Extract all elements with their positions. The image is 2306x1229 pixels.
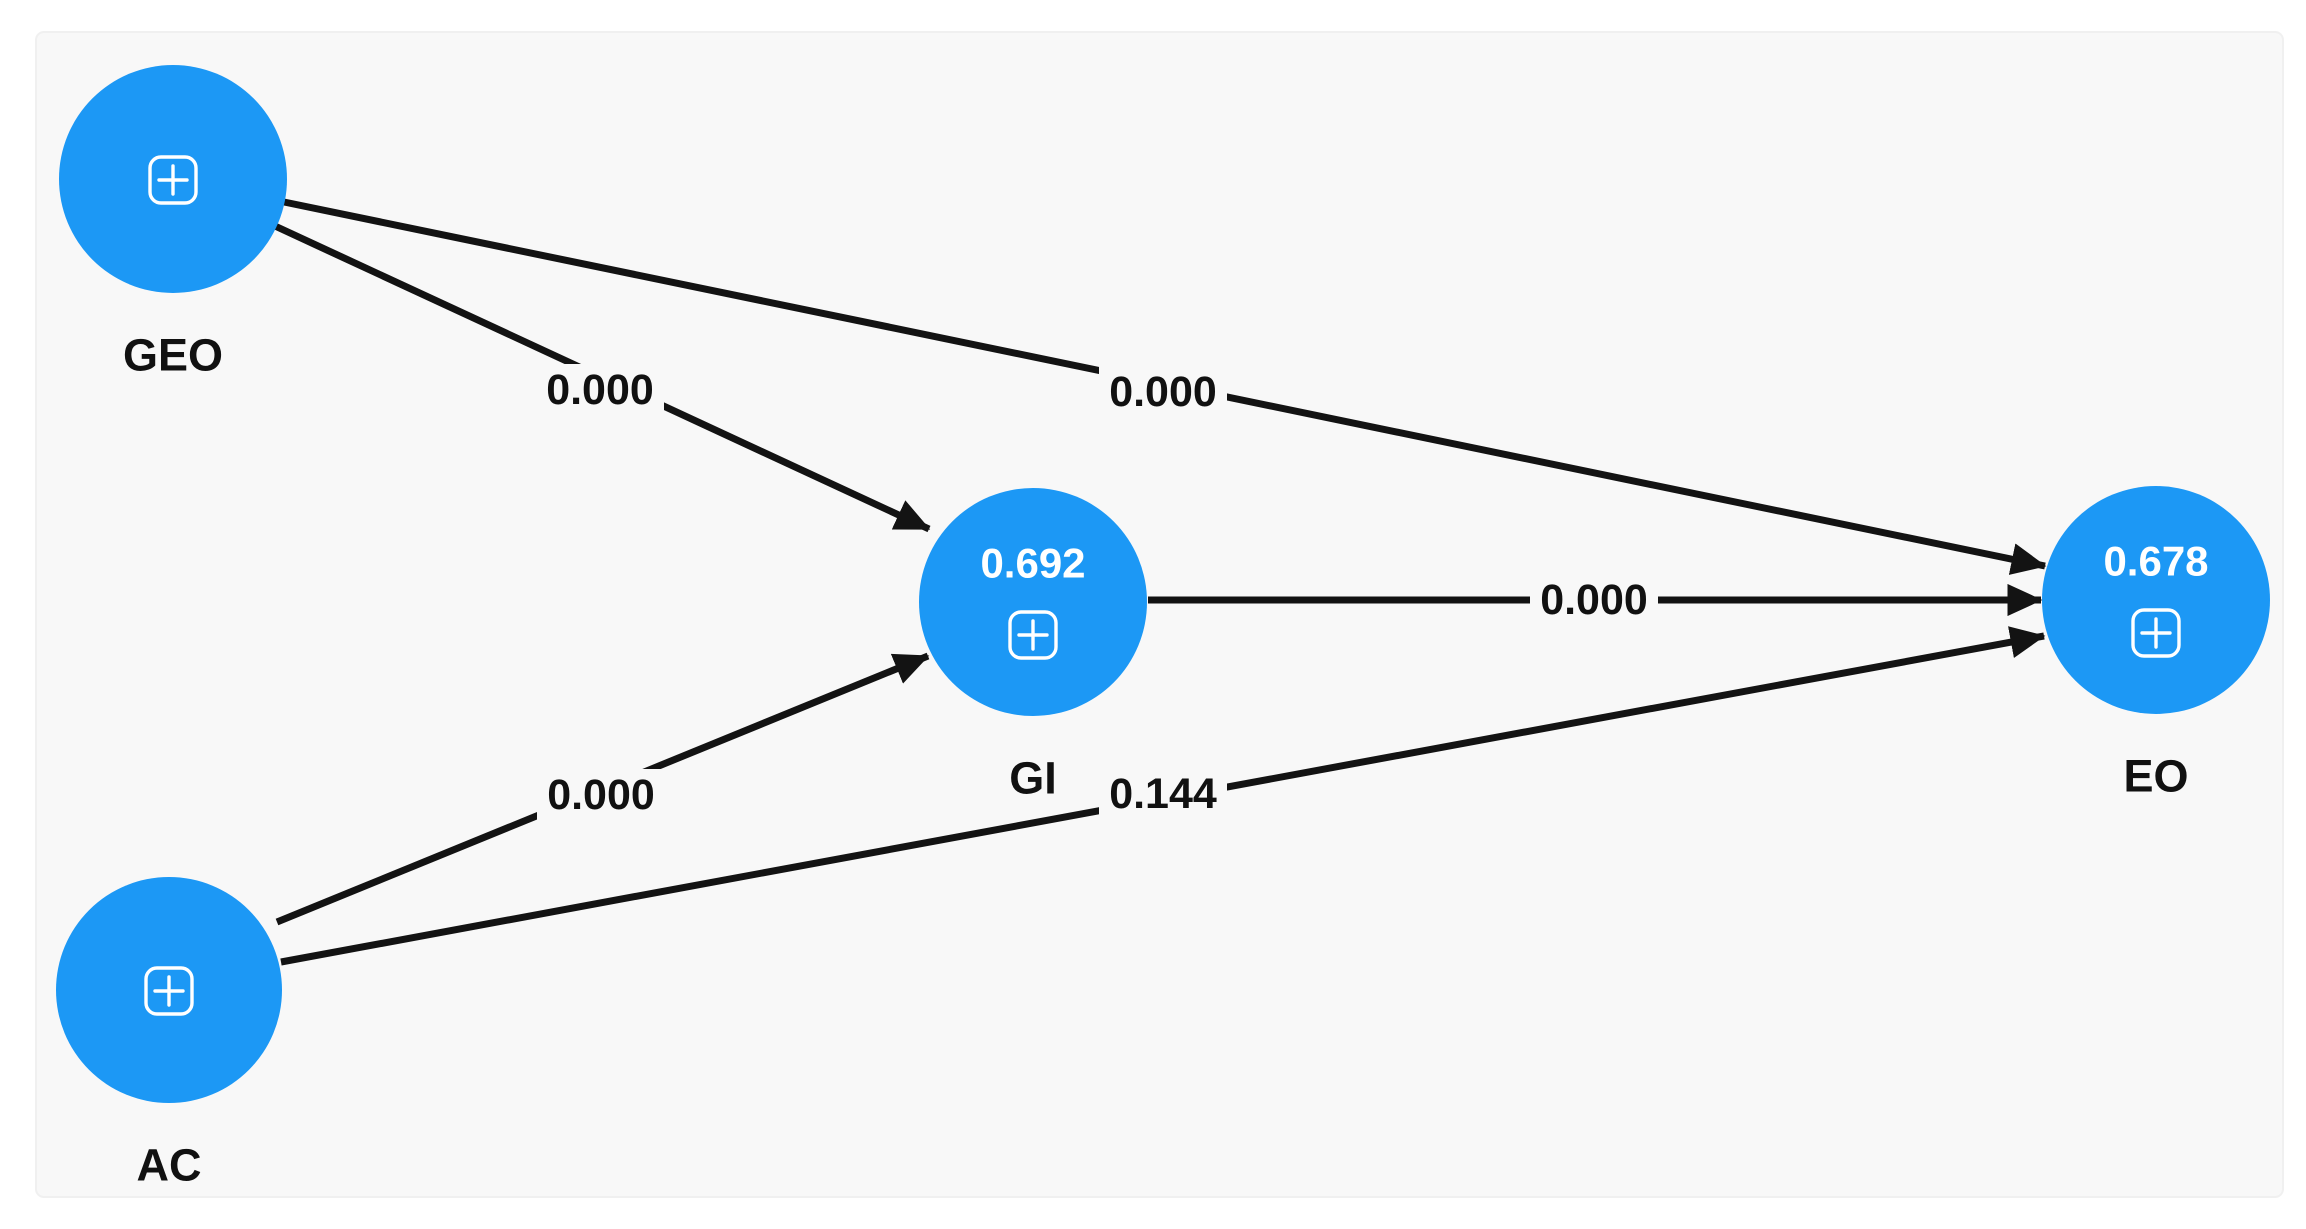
path-label-gap (1530, 574, 1658, 626)
path-AC-EO[interactable]: 0.144 (280, 626, 2046, 966)
path-label-gap (1099, 768, 1227, 820)
path-GI-EO[interactable]: 0.000 (1148, 574, 2043, 626)
r-squared-value-GI: 0.692 (980, 540, 1085, 587)
expand-icon-AC[interactable] (144, 966, 194, 1016)
latent-label-AC: AC (137, 1140, 202, 1191)
path-AC-GI[interactable]: 0.000 (275, 652, 930, 926)
path-label-gap (536, 364, 664, 416)
path-coefficient-GEO-GI: 0.000 (546, 366, 654, 414)
expand-icon-GI[interactable] (1008, 610, 1058, 660)
expand-icon-EO[interactable] (2131, 608, 2181, 658)
path-GEO-EO[interactable]: 0.000 (283, 198, 2047, 575)
path-coefficient-GI-EO: 0.000 (1540, 576, 1648, 624)
latent-label-EO: EO (2123, 751, 2188, 802)
latent-variable-GEO[interactable]: GEO (59, 65, 287, 381)
path-coefficient-AC-EO: 0.144 (1109, 770, 1217, 818)
r-squared-value-EO: 0.678 (2103, 538, 2208, 585)
latent-label-GEO: GEO (123, 330, 223, 381)
path-coefficient-GEO-EO: 0.000 (1109, 368, 1217, 416)
latent-variable-AC[interactable]: AC (56, 877, 282, 1191)
diagram-surface[interactable] (35, 31, 2284, 1198)
latent-circle-EO[interactable] (2042, 486, 2270, 714)
path-label-gap (1099, 366, 1227, 418)
latent-circle-GI[interactable] (919, 488, 1147, 716)
expand-icon-GEO[interactable] (148, 155, 198, 205)
latent-label-GI: GI (1009, 753, 1057, 804)
path-label-gap (537, 769, 665, 821)
path-GEO-GI[interactable]: 0.000 (273, 222, 931, 533)
path-coefficient-AC-GI: 0.000 (547, 771, 655, 819)
